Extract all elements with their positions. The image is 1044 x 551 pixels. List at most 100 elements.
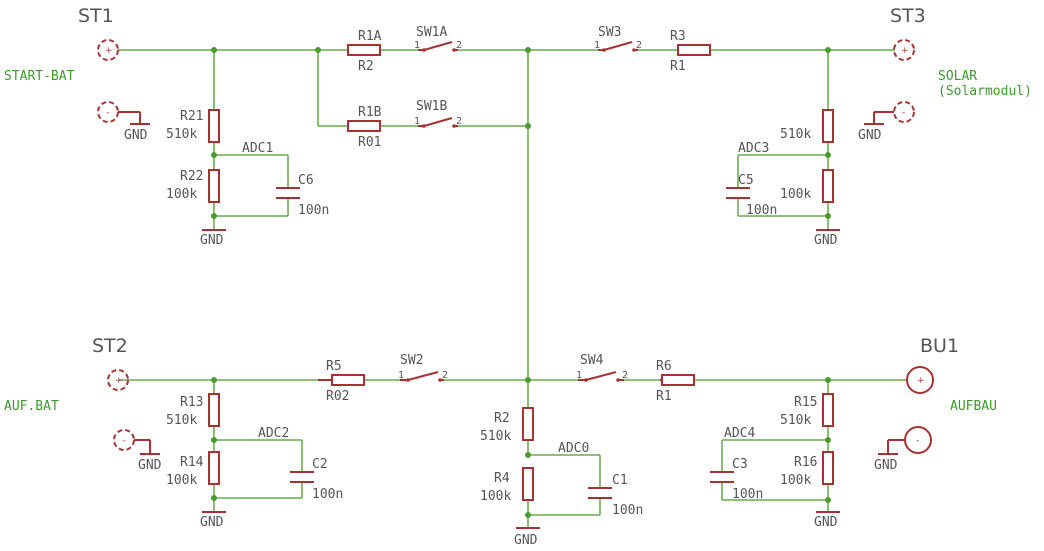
svg-text:2: 2 <box>442 370 448 381</box>
switch-sw1b <box>418 117 458 128</box>
switch-sw4 <box>578 371 624 382</box>
svg-text:ADC3: ADC3 <box>738 141 769 156</box>
svg-text:100n: 100n <box>298 203 329 218</box>
svg-text:510k: 510k <box>780 413 811 428</box>
svg-text:GND: GND <box>858 128 882 143</box>
svg-text:1: 1 <box>594 40 600 51</box>
svg-text:SW2: SW2 <box>400 353 423 368</box>
svg-text:ADC2: ADC2 <box>258 426 289 441</box>
resistor-st3-bottom <box>822 169 834 203</box>
connector-bu1: + - <box>878 366 934 455</box>
resistor-r4 <box>522 467 534 501</box>
label-st2: ST2 <box>92 335 128 357</box>
svg-text:+: + <box>105 46 113 56</box>
labels: ST1 ST3 ST2 BU1 START-BAT AUF.BAT SOLAR … <box>4 5 1032 548</box>
wires <box>118 49 908 528</box>
connector-st3: + - <box>864 39 915 125</box>
svg-text:ADC4: ADC4 <box>724 426 755 441</box>
svg-text:SW4: SW4 <box>580 353 604 368</box>
svg-text:R2: R2 <box>358 59 374 74</box>
svg-text:100k: 100k <box>480 489 511 504</box>
net-aufbau: AUFBAU <box>950 399 997 414</box>
resistor-r15 <box>822 393 834 427</box>
svg-text:R13: R13 <box>180 395 203 410</box>
svg-text:100n: 100n <box>732 487 763 502</box>
svg-text:ADC1: ADC1 <box>242 141 273 156</box>
net-solar: SOLAR <box>938 69 977 84</box>
svg-text:-: - <box>122 436 125 446</box>
junctions <box>211 47 831 518</box>
svg-text:R5: R5 <box>326 359 342 374</box>
resistors <box>208 44 834 501</box>
ground-symbols <box>202 229 840 529</box>
svg-text:GND: GND <box>874 458 898 473</box>
resistor-r13 <box>208 393 220 427</box>
svg-text:GND: GND <box>124 128 148 143</box>
svg-text:+: + <box>901 46 909 56</box>
svg-text:C1: C1 <box>612 473 628 488</box>
svg-text:R1B: R1B <box>358 105 382 120</box>
svg-text:100k: 100k <box>780 187 811 202</box>
svg-text:SW1B: SW1B <box>416 99 447 114</box>
svg-text:SW1A: SW1A <box>416 25 447 40</box>
net-auf-bat: AUF.BAT <box>4 399 59 414</box>
svg-text:100n: 100n <box>312 487 343 502</box>
svg-text:-: - <box>106 108 109 118</box>
svg-text:1: 1 <box>576 370 582 381</box>
svg-text:R6: R6 <box>656 359 672 374</box>
svg-text:R22: R22 <box>180 169 203 184</box>
svg-text:R2: R2 <box>494 411 510 426</box>
svg-text:R02: R02 <box>326 389 349 404</box>
svg-text:R16: R16 <box>794 455 817 470</box>
resistor-r14 <box>208 451 220 485</box>
svg-text:510k: 510k <box>166 413 197 428</box>
resistor-r2 <box>522 407 534 441</box>
switch-sw2 <box>400 371 444 382</box>
svg-text:2: 2 <box>456 40 462 51</box>
svg-text:C6: C6 <box>298 173 314 188</box>
resistor-r22 <box>208 169 220 203</box>
svg-text:ADC0: ADC0 <box>558 441 589 456</box>
svg-text:R1A: R1A <box>358 29 382 44</box>
svg-text:2: 2 <box>456 116 462 127</box>
svg-text:R21: R21 <box>180 109 203 124</box>
svg-text:R14: R14 <box>180 455 204 470</box>
svg-text:C5: C5 <box>738 173 754 188</box>
resistor-r6 <box>661 374 695 386</box>
label-st3: ST3 <box>890 5 926 27</box>
resistor-r5 <box>331 374 365 386</box>
svg-text:1: 1 <box>414 40 420 51</box>
svg-text:100n: 100n <box>746 203 777 218</box>
svg-text:2: 2 <box>636 40 642 51</box>
resistor-r1a <box>347 44 381 56</box>
switch-sw1a <box>418 41 458 52</box>
svg-text:1: 1 <box>414 116 420 127</box>
svg-text:R4: R4 <box>494 471 510 486</box>
svg-text:GND: GND <box>138 458 162 473</box>
net-start-bat: START-BAT <box>4 69 75 84</box>
svg-text:GND: GND <box>814 233 838 248</box>
svg-text:100n: 100n <box>612 503 643 518</box>
svg-text:510k: 510k <box>166 127 197 142</box>
svg-text:C2: C2 <box>312 457 328 472</box>
resistor-r16 <box>822 451 834 485</box>
svg-text:+: + <box>917 376 925 386</box>
switch-sw3 <box>598 41 638 52</box>
svg-text:+: + <box>115 376 123 386</box>
connector-st1: + - <box>97 39 150 125</box>
svg-text:R01: R01 <box>358 135 381 150</box>
svg-text:-: - <box>902 108 905 118</box>
svg-text:2: 2 <box>622 370 628 381</box>
svg-text:GND: GND <box>514 533 538 548</box>
resistor-r1b <box>347 120 381 132</box>
svg-text:R3: R3 <box>670 29 686 44</box>
resistor-st3-top <box>822 109 834 143</box>
net-solar-sub: (Solarmodul) <box>938 84 1032 99</box>
capacitors <box>276 187 750 499</box>
label-st1: ST1 <box>78 5 114 27</box>
connector-st2: + - <box>107 369 160 455</box>
svg-text:1: 1 <box>398 370 404 381</box>
svg-text:SW3: SW3 <box>598 25 621 40</box>
svg-text:510k: 510k <box>780 127 811 142</box>
